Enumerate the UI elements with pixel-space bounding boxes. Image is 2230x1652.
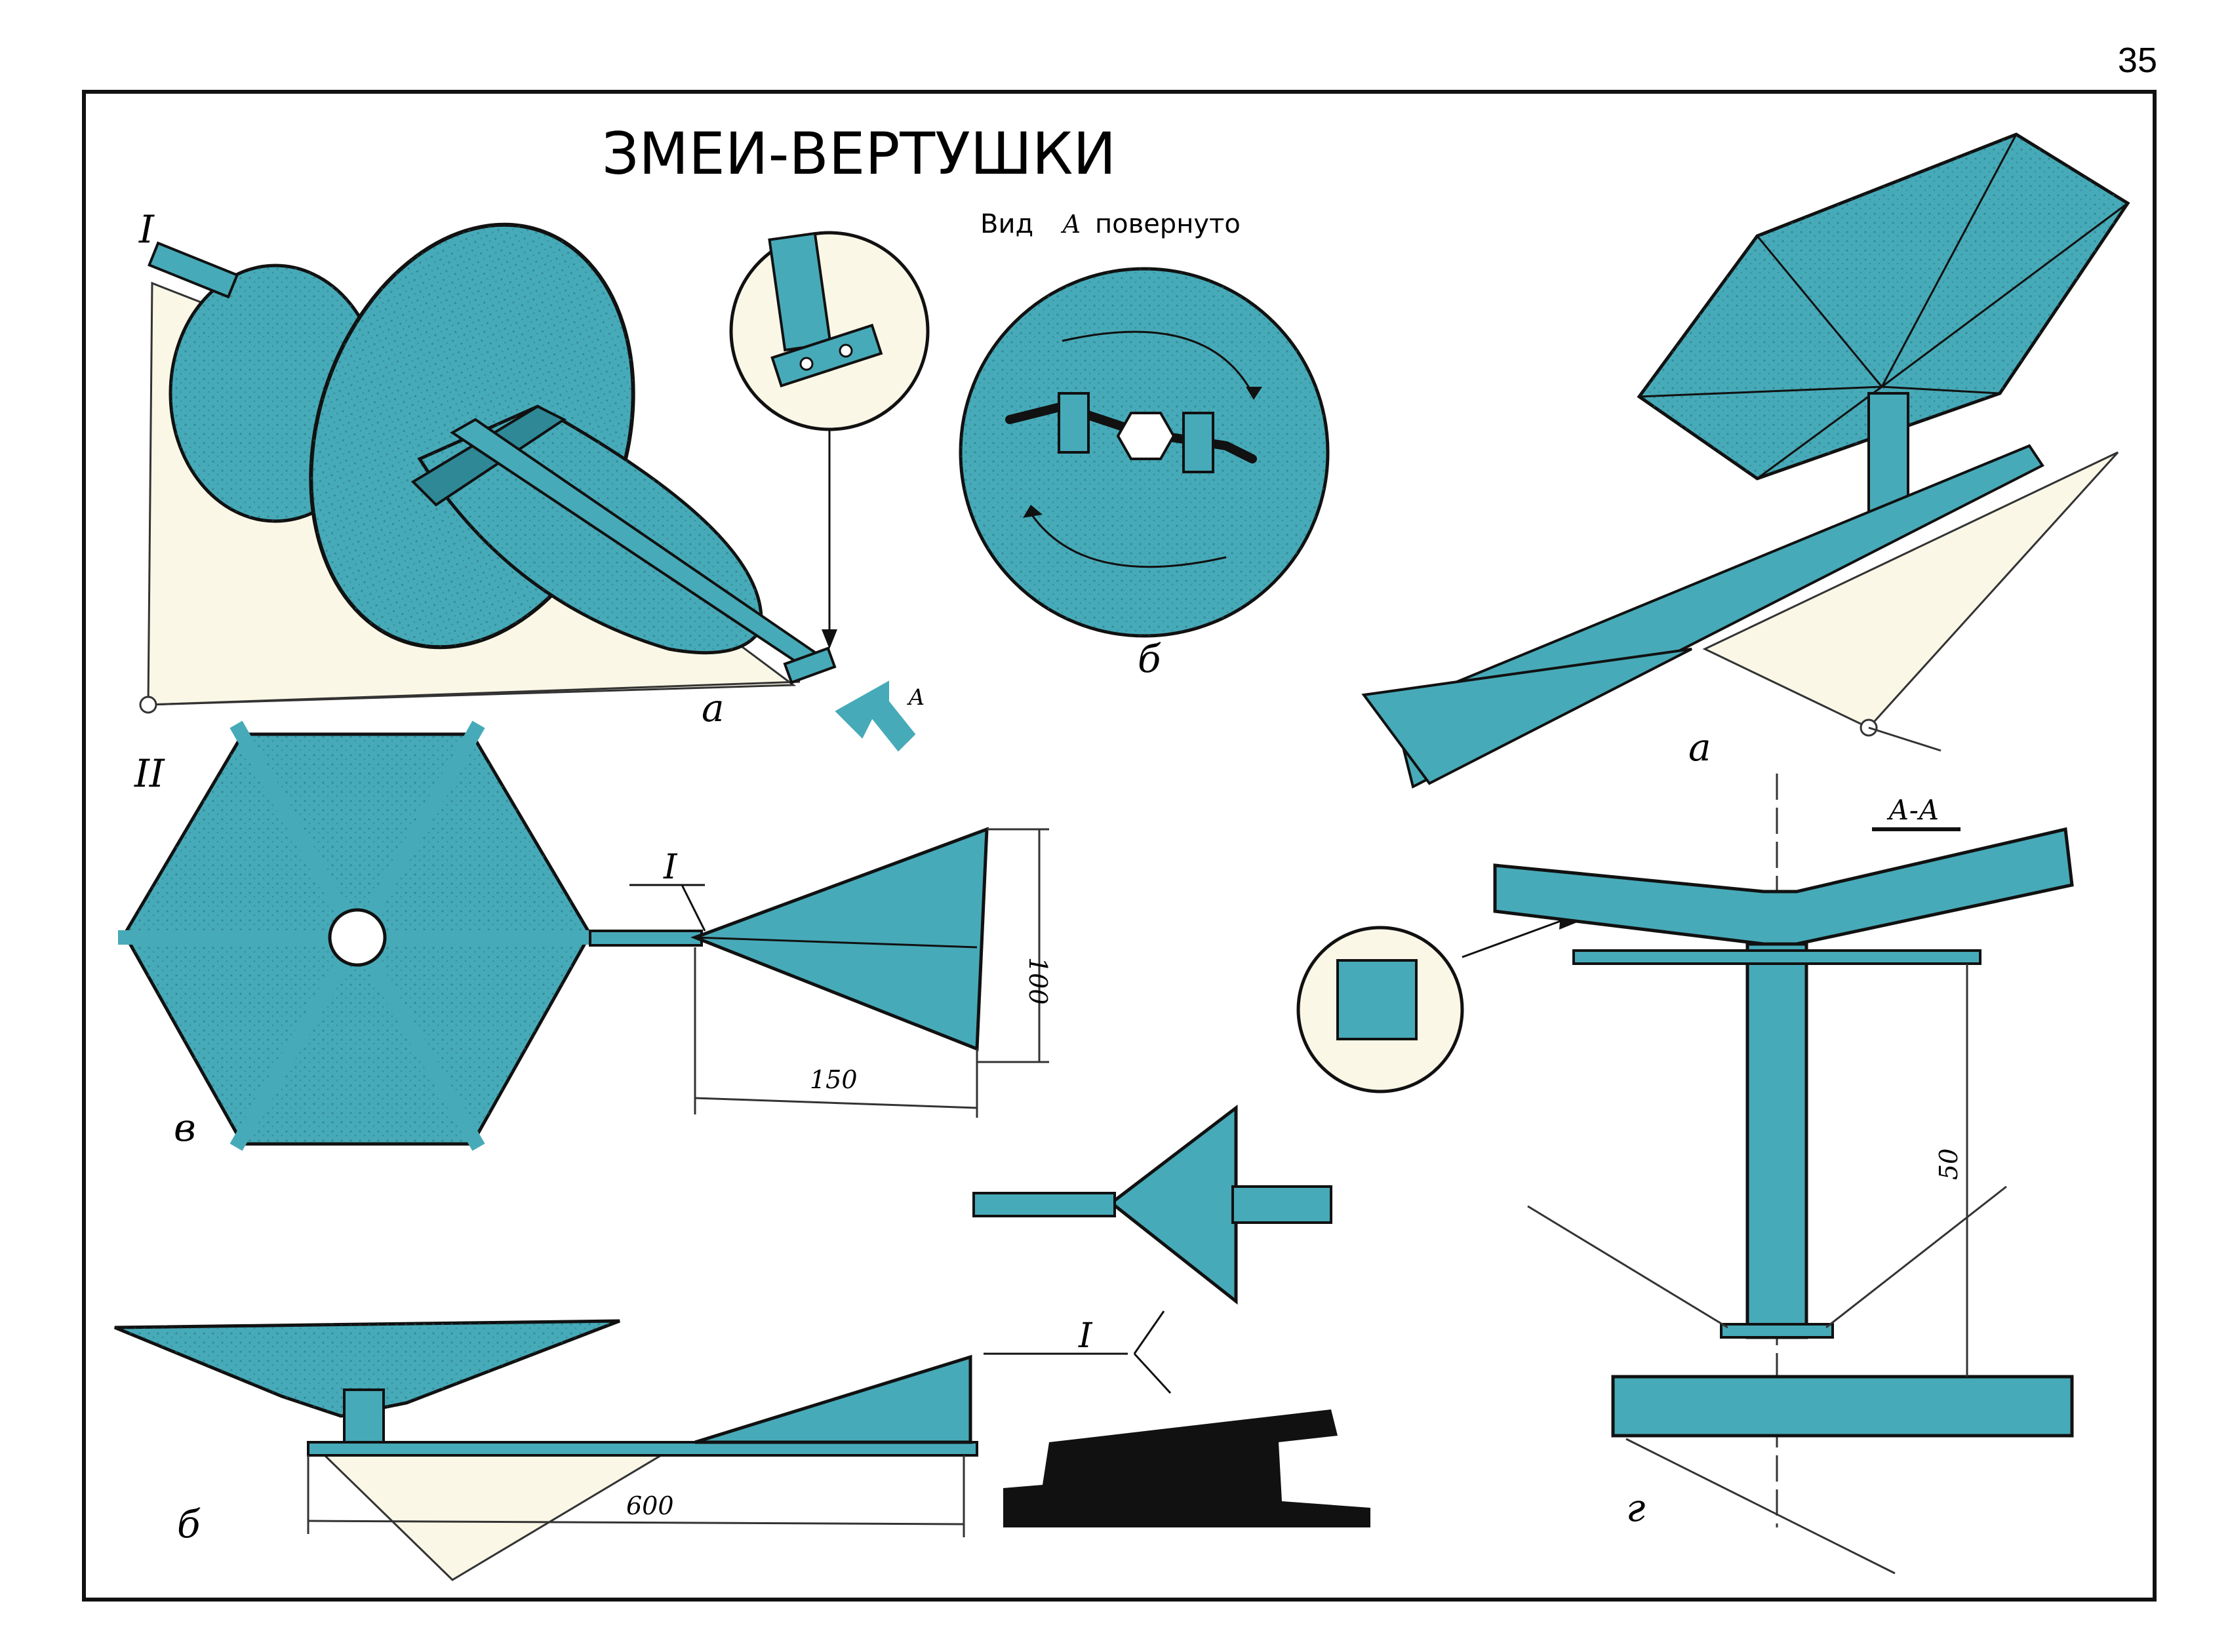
section-marker-two: II — [134, 751, 165, 796]
hex-kite-bridle — [1702, 451, 2119, 729]
hex-spoke — [1757, 385, 1882, 480]
detail-tail-joint — [972, 1104, 1332, 1305]
guy-line-right — [1825, 1185, 2007, 1329]
page-number: 35 — [2118, 41, 2157, 80]
dimension-150: 150 — [810, 1065, 858, 1094]
view-caption-letter: А — [1060, 210, 1081, 239]
view-arrow-letter: А — [907, 684, 925, 711]
hex-kite-tail-plane — [1361, 648, 1692, 785]
tether-line — [1625, 1438, 1896, 1575]
bridle-line — [148, 680, 801, 706]
spindle-rear — [148, 241, 239, 299]
side-view-bridle — [319, 1447, 676, 1581]
hexagon-spar — [229, 720, 364, 941]
hexagon-hub — [328, 908, 387, 967]
hex-spoke — [1881, 385, 2001, 395]
bracket-silhouette — [1003, 1409, 1370, 1527]
hex-kite-tether — [1868, 726, 1941, 752]
hex-spoke — [1881, 134, 2018, 387]
tail-joint-triangle — [1108, 1104, 1238, 1305]
dimension-600: 600 — [626, 1491, 674, 1520]
section-mast — [1745, 942, 1808, 1339]
figure-label-a-top-left: а — [702, 686, 725, 730]
orientation-axis-up — [1133, 1310, 1165, 1354]
figure-b-side-view: 600 — [114, 1319, 978, 1581]
hex-spoke — [1639, 385, 1882, 398]
page-title: ЗМЕИ-ВЕРТУШКИ — [602, 120, 1116, 187]
rotation-arrowhead-top — [1246, 387, 1262, 400]
view-arrow-shape — [835, 680, 916, 752]
orientation-axis-down — [1133, 1352, 1172, 1394]
figure-label-v: в — [174, 1105, 196, 1150]
hub-block-left — [1058, 392, 1090, 454]
hex-spoke — [1756, 235, 1883, 387]
section-label-aa: А-А — [1886, 794, 1940, 826]
spar-end-clip — [783, 646, 837, 684]
hexagon-spar — [351, 720, 485, 941]
rotation-arrow-top — [1062, 330, 1254, 394]
hex-spoke — [1881, 202, 2128, 388]
callout-hole-1 — [799, 357, 814, 371]
callout-arrowhead — [822, 629, 837, 649]
detail-callout-mount — [1296, 914, 1580, 1093]
callout-plate — [770, 323, 883, 388]
tail-joint-clamp — [1231, 1185, 1332, 1224]
view-caption-suffix: повернуто — [1095, 209, 1241, 239]
rotation-arrowhead-bottom — [1023, 505, 1043, 518]
callout-marker-bottom: I — [1078, 1316, 1093, 1356]
hexagon-spar — [351, 934, 485, 1151]
hex-spokes — [1639, 134, 2128, 480]
guy-line-left — [1527, 1205, 1728, 1329]
page-frame — [82, 90, 2157, 1602]
side-view-tail — [694, 1354, 972, 1444]
figure-g-hub-section: 50 — [1493, 774, 2074, 1575]
figure-label-b-bottom: б — [177, 1502, 201, 1546]
section-marker-one: I — [138, 207, 155, 252]
tail-boom — [589, 930, 703, 947]
section-plate-top — [1572, 949, 1981, 965]
hub-hex — [1116, 412, 1176, 460]
figure-label-g: г — [1626, 1485, 1645, 1530]
figure-v-hexagon-plan: I 100 150 — [118, 720, 1052, 1151]
dimension-50: 50 — [1934, 1149, 1963, 1180]
mount-leader — [1462, 920, 1561, 958]
view-a-caption: Вид А повернуто — [980, 209, 1241, 239]
section-cross-arm — [1493, 827, 2074, 946]
figure-1a-spinning-kite — [139, 222, 837, 714]
figure-2a-hexagon-kite — [1361, 132, 2130, 789]
view-a-arrow: А — [835, 680, 925, 752]
hexagon-spar — [229, 934, 364, 1151]
dim-line-600 — [308, 1520, 965, 1525]
rotation-arrow-bottom — [1028, 511, 1227, 568]
dimension-100: 100 — [1024, 957, 1052, 1005]
figure-label-a-top-right: а — [1688, 725, 1711, 770]
section-base — [1611, 1375, 2074, 1438]
hub-block-right — [1182, 412, 1214, 473]
figure-b-rotor-view — [959, 267, 1330, 638]
detail-orientation-marker: I — [984, 1310, 1172, 1394]
side-view-boom — [307, 1441, 978, 1457]
callout-leader-hex-diag — [681, 884, 706, 932]
figure-label-b-view: б — [1138, 637, 1161, 681]
dim-line-150 — [694, 1097, 978, 1109]
tail-joint-rod — [972, 1192, 1116, 1217]
view-caption-prefix: Вид — [980, 209, 1033, 239]
side-view-sail-shade — [115, 1321, 620, 1416]
callout-hole-2 — [839, 344, 853, 358]
detail-callout-clip — [729, 231, 930, 649]
hex-kite-hub — [1867, 392, 1909, 513]
bridle-ring — [139, 696, 157, 714]
tail-plane-plan — [690, 827, 989, 1052]
section-plate-bottom — [1720, 1323, 1834, 1339]
tail-plane-rib — [694, 936, 978, 949]
callout-marker-hex: I — [663, 848, 678, 887]
mount-clip — [1336, 959, 1418, 1040]
